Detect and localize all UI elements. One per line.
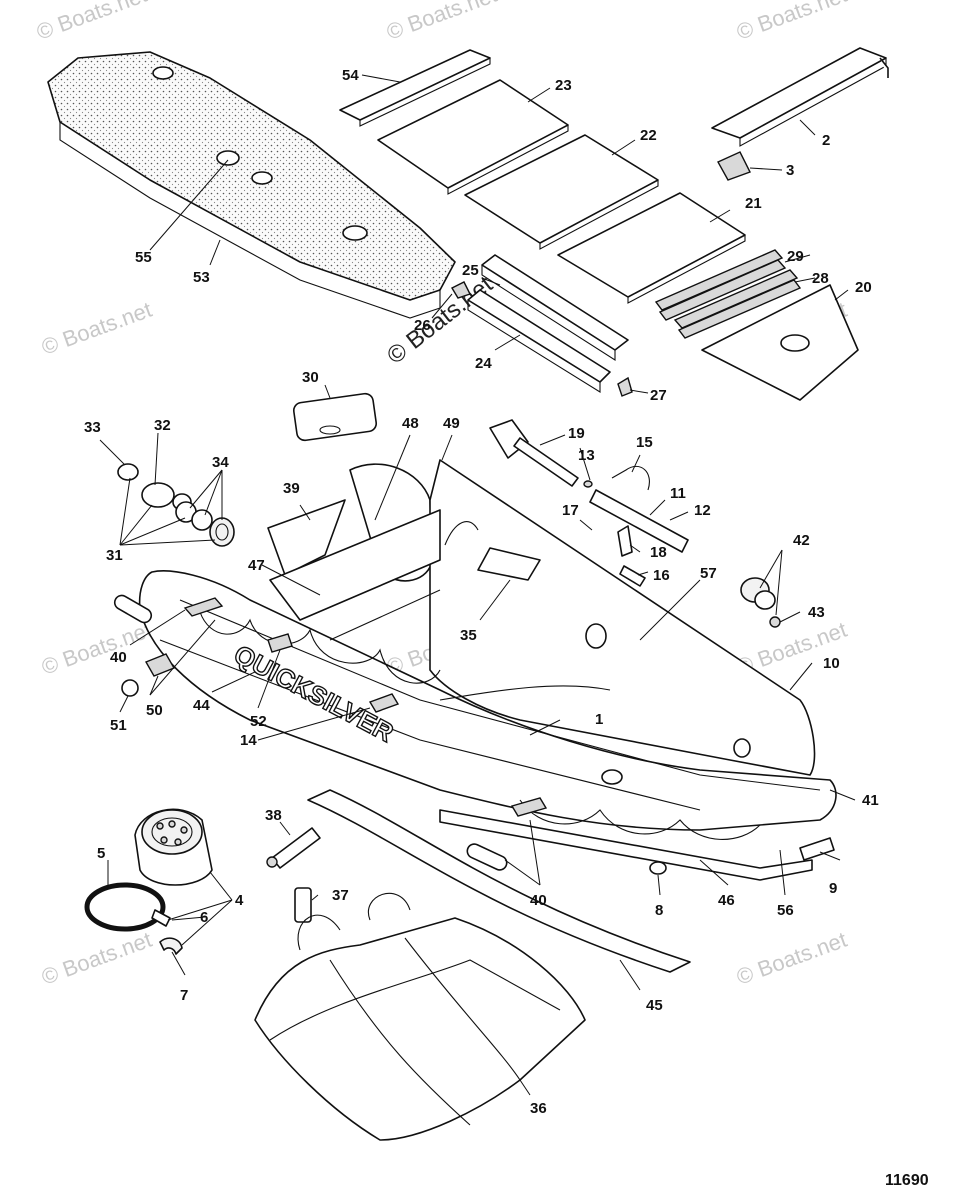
callout-40-upper: 40 — [110, 649, 127, 666]
callout-54: 54 — [342, 67, 359, 84]
callout-47: 47 — [248, 557, 265, 574]
callout-7: 7 — [180, 987, 188, 1004]
callout-10: 10 — [823, 655, 840, 672]
callout-30: 30 — [302, 369, 319, 386]
callout-3: 3 — [786, 162, 794, 179]
part-boat-hull: QUICKSILVER — [138, 459, 837, 881]
part-valve — [740, 577, 781, 628]
part-bow-panel — [701, 284, 859, 401]
callout-48: 48 — [402, 415, 419, 432]
callout-12: 12 — [694, 502, 711, 519]
watermark: © Boats.net — [33, 0, 150, 45]
part-tube — [266, 827, 321, 923]
callout-6: 6 — [200, 909, 208, 926]
part-transom-cover — [711, 47, 889, 181]
callout-15: 15 — [636, 434, 653, 451]
callout-16: 16 — [653, 567, 670, 584]
callout-41: 41 — [862, 792, 879, 809]
callout-42: 42 — [793, 532, 810, 549]
callout-18: 18 — [650, 544, 667, 561]
callout-46: 46 — [718, 892, 735, 909]
callout-25: 25 — [462, 262, 479, 279]
callout-24: 24 — [475, 355, 492, 372]
callout-23: 23 — [555, 77, 572, 94]
leader-lines — [99, 74, 856, 1096]
callout-9: 9 — [829, 880, 837, 897]
figure-number: 11690 — [885, 1172, 929, 1189]
callout-57: 57 — [700, 565, 717, 582]
callout-4: 4 — [235, 892, 244, 909]
callout-19: 19 — [568, 425, 585, 442]
callout-29: 29 — [787, 248, 804, 265]
callout-50: 50 — [146, 702, 163, 719]
callout-21: 21 — [745, 195, 762, 212]
watermark: © Boats.net — [38, 927, 155, 990]
part-floor-boards — [339, 49, 746, 304]
callout-26: 26 — [414, 317, 431, 334]
part-valve-assembly — [117, 463, 235, 547]
callout-2: 2 — [822, 132, 830, 149]
watermark: © Boats.net — [733, 0, 850, 45]
callout-22: 22 — [640, 127, 657, 144]
callout-labels: 1 2 3 4 5 6 7 8 9 10 11 12 13 14 15 16 1… — [84, 67, 879, 1117]
callout-52: 52 — [250, 713, 267, 730]
callout-35: 35 — [460, 627, 477, 644]
watermark: © Boats.net — [733, 927, 850, 990]
callout-56: 56 — [777, 902, 794, 919]
callout-38: 38 — [265, 807, 282, 824]
watermark: © Boats.net — [383, 0, 500, 45]
callout-51: 51 — [110, 717, 127, 734]
callout-17: 17 — [562, 502, 579, 519]
part-handles — [113, 594, 508, 871]
callout-39: 39 — [283, 480, 300, 497]
part-stringers — [451, 254, 633, 397]
callout-49: 49 — [443, 415, 460, 432]
callout-31: 31 — [106, 547, 123, 564]
part-39 — [267, 499, 346, 576]
callout-45: 45 — [646, 997, 663, 1014]
callout-20: 20 — [855, 279, 872, 296]
callout-13: 13 — [578, 447, 595, 464]
callout-53: 53 — [193, 269, 210, 286]
part-30 — [292, 392, 378, 442]
callout-28: 28 — [812, 270, 829, 287]
part-foot-pump — [84, 808, 213, 955]
callout-5: 5 — [97, 845, 105, 862]
callout-27: 27 — [650, 387, 667, 404]
callout-8: 8 — [655, 902, 663, 919]
callout-33: 33 — [84, 419, 101, 436]
watermark: © Boats.net — [38, 617, 155, 680]
callout-34: 34 — [212, 454, 229, 471]
part-rails — [654, 249, 802, 339]
part-oar — [489, 419, 689, 587]
callout-32: 32 — [154, 417, 171, 434]
callout-43: 43 — [808, 604, 825, 621]
callout-40-lower: 40 — [530, 892, 547, 909]
callout-44: 44 — [193, 697, 210, 714]
part-strip — [307, 789, 691, 973]
callout-55: 55 — [135, 249, 152, 266]
callout-11: 11 — [670, 485, 686, 502]
callout-37: 37 — [332, 887, 349, 904]
watermark: © Boats.net — [38, 297, 155, 360]
part-carry-bag — [254, 892, 586, 1141]
callout-1: 1 — [595, 711, 603, 728]
callout-14: 14 — [240, 732, 257, 749]
callout-36: 36 — [530, 1100, 547, 1117]
